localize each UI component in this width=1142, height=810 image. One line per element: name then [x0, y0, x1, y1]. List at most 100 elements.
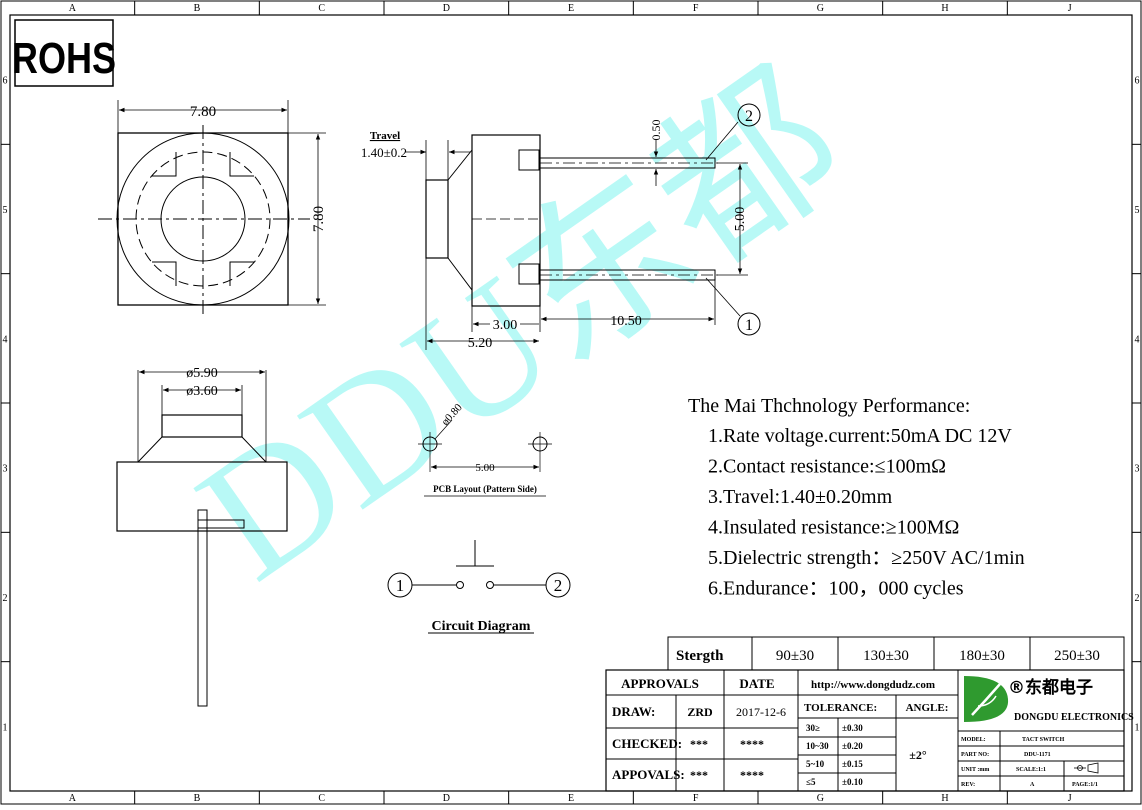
frame-col-label: J	[1068, 793, 1072, 804]
tolerance-range: 5~10	[806, 759, 825, 769]
model-value: TACT SWITCH	[1022, 737, 1065, 743]
pin-length-dim: 10.50	[610, 314, 642, 329]
frame-col-label: C	[318, 3, 325, 14]
travel-dim: 1.40±0.2	[361, 145, 407, 160]
projection-icon	[1074, 762, 1099, 774]
frame-row-label: 3	[1135, 464, 1140, 475]
top-width-dim: 7.80	[190, 104, 216, 120]
frame-row-label: 6	[3, 76, 8, 87]
travel-label: Travel	[370, 130, 400, 142]
rev-label: REV:	[961, 782, 975, 788]
frame-col-label: C	[318, 793, 325, 804]
pcb-caption: PCB Layout (Pattern Side)	[433, 484, 537, 494]
frame-row-label: 1	[1135, 722, 1140, 733]
tolerance-range: 10~30	[806, 741, 829, 751]
frame-col-label: H	[941, 3, 948, 14]
tolerance-range: 30≥	[806, 723, 820, 733]
frame-col-label: G	[817, 793, 824, 804]
side-view	[405, 103, 761, 350]
tolerance-value: ±0.15	[842, 759, 863, 769]
draw-date: 2017-12-6	[736, 705, 786, 719]
frame-col-label: A	[69, 793, 77, 804]
circuit-terminal-1: 1	[396, 576, 405, 595]
tolerance-value: ±0.10	[842, 777, 863, 787]
frame-row-label: 5	[1135, 205, 1140, 216]
pin-pitch-dim: 5.00	[733, 207, 748, 232]
tolerance-value: ±0.30	[842, 723, 863, 733]
tolerance-range: ≤5	[806, 777, 816, 787]
frame-col-label: D	[443, 793, 450, 804]
approvals-name: ***	[690, 768, 708, 782]
strength-value: 250±30	[1054, 648, 1100, 664]
date-header: DATE	[739, 676, 774, 691]
part-value: DDU-1171	[1024, 752, 1051, 758]
frame-row-label: 1	[3, 722, 8, 733]
frame-row-label: 2	[3, 593, 8, 604]
website: http://www.dongdudz.com	[811, 679, 935, 691]
performance-spec: The Mai Thchnology Performance: 1.Rate v…	[688, 395, 1025, 600]
terminal-1-label: 1	[745, 317, 753, 334]
performance-item: 4.Insulated resistance:≥100MΩ	[708, 517, 959, 539]
frame-col-label: D	[443, 3, 450, 14]
performance-item: 1.Rate voltage.current:50mA DC 12V	[708, 425, 1012, 447]
frame-row-label: 2	[1135, 593, 1140, 604]
approvals-label: APPOVALS:	[612, 767, 685, 782]
model-label: MODEL:	[961, 737, 986, 743]
performance-item: 6.Endurance：100，000 cycles	[708, 578, 964, 600]
performance-heading: The Mai Thchnology Performance:	[688, 395, 970, 417]
checked-name: ***	[690, 737, 708, 751]
title-block	[605, 669, 1125, 792]
frame-row-label: 5	[3, 205, 8, 216]
frame-row-label: 6	[1135, 76, 1140, 87]
rev-value: A	[1030, 782, 1035, 788]
circuit-caption: Circuit Diagram	[432, 619, 531, 634]
circuit-diagram	[387, 540, 571, 634]
outer-dia-dim: ø5.90	[186, 366, 218, 381]
performance-item: 3.Travel:1.40±0.20mm	[708, 486, 893, 508]
pin-thickness-dim: 0.50	[649, 120, 663, 141]
frame-col-label: J	[1068, 3, 1072, 14]
strength-value: 130±30	[863, 648, 909, 664]
circuit-terminal-2: 2	[554, 576, 563, 595]
part-label: PART NO:	[961, 752, 989, 758]
strength-value: 180±30	[959, 648, 1005, 664]
frame-col-label: F	[693, 3, 699, 14]
performance-item: 2.Contact resistance:≤100mΩ	[708, 456, 946, 478]
frame-row-label: 4	[3, 334, 8, 345]
frame-col-label: G	[817, 3, 824, 14]
frame-col-label: B	[194, 793, 201, 804]
company-cn: ®东都电子	[1008, 677, 1093, 698]
rohs-label: ROHS	[12, 34, 116, 83]
unit-label: UNIT :mm	[961, 767, 989, 773]
frame-col-label: E	[568, 793, 574, 804]
front-view	[116, 369, 288, 707]
tolerance-value: ±0.20	[842, 741, 863, 751]
pcb-layout	[418, 419, 552, 497]
frame-col-label: A	[69, 3, 77, 14]
top-height-dim: 7.80	[311, 206, 327, 232]
approvals-date: ****	[740, 768, 764, 782]
pcb-pitch-dim: 5.00	[475, 462, 495, 474]
frame-col-label: E	[568, 3, 574, 14]
company-logo	[964, 676, 1009, 722]
draw-label: DRAW:	[612, 704, 655, 719]
terminal-2-label: 2	[745, 108, 753, 125]
frame-col-label: H	[941, 793, 948, 804]
company-en: DONGDU ELECTRONICS	[1014, 712, 1134, 723]
angle-label: ANGLE:	[906, 702, 949, 714]
body-height-dim: 3.00	[493, 318, 518, 333]
scale-label: SCALE:1:1	[1016, 767, 1046, 773]
rohs-box: ROHS	[12, 19, 116, 87]
performance-item: 5.Dielectric strength：≥250V AC/1min	[708, 547, 1025, 569]
frame-row-label: 4	[1135, 334, 1140, 345]
angle-value: ±2°	[909, 748, 927, 762]
checked-date: ****	[740, 737, 764, 751]
frame-col-label: F	[693, 793, 699, 804]
page-label: PAGE:1/1	[1072, 782, 1098, 788]
strength-label: Stergth	[676, 648, 724, 664]
frame-col-label: B	[194, 3, 201, 14]
checked-label: CHECKED:	[612, 736, 682, 751]
